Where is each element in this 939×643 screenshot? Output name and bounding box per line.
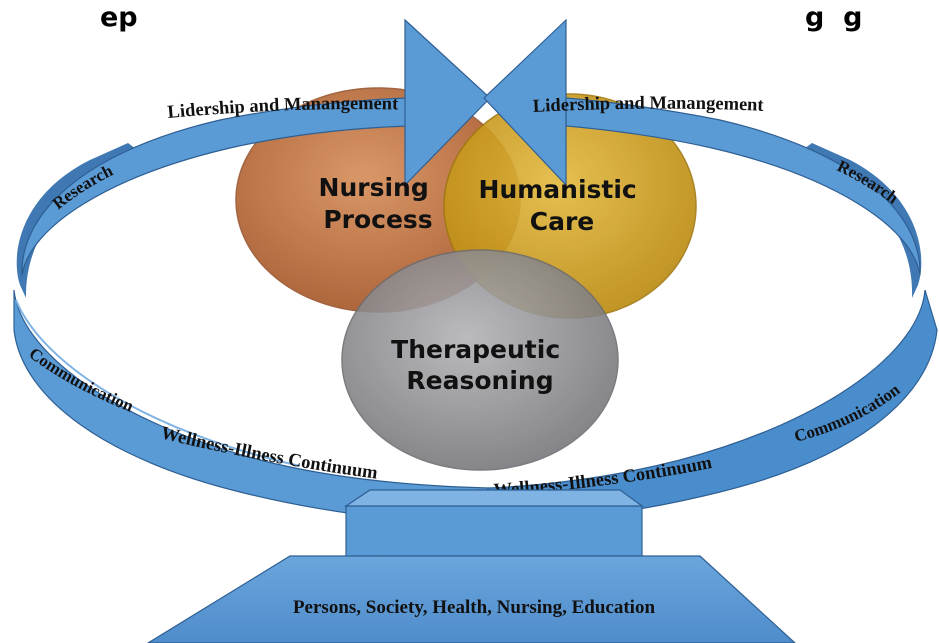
pedestal-stem <box>345 505 643 557</box>
right-arrow-head <box>483 18 567 187</box>
ring-front <box>21 18 921 276</box>
humanistic-care-label: Humanistic Care <box>479 175 646 236</box>
venn-circles <box>235 87 697 471</box>
pedestal-base <box>146 555 796 643</box>
therapeutic-reasoning-circle <box>341 249 619 471</box>
ring-label-lidership-right: Lidership and Manangement <box>532 94 764 117</box>
pedestal <box>146 489 796 643</box>
diagram-title: ep g g <box>100 2 863 33</box>
base-label: Persons, Society, Health, Nursing, Educa… <box>293 597 656 618</box>
left-arrow-head <box>404 18 491 187</box>
nursing-process-label: Nursing Process <box>319 173 438 234</box>
therapeutic-reasoning-label: Therapeutic Reasoning <box>391 335 569 395</box>
